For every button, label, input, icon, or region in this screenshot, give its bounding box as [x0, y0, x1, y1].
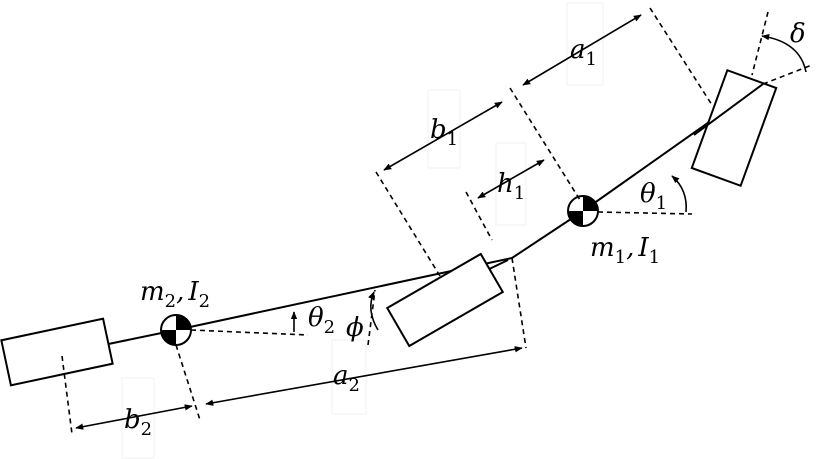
hitch-vertical-line: [511, 257, 527, 349]
phi-label: ϕ: [346, 313, 364, 343]
h1-extension-line: [465, 191, 493, 241]
delta-angle-arc: [761, 33, 807, 73]
center-of-mass-2: [160, 314, 192, 346]
theta2-reference-line: [190, 329, 309, 336]
theta2-label: θ2: [308, 303, 335, 338]
h1-dimension-arrow: [477, 159, 545, 199]
theta1-label: θ1: [640, 179, 667, 214]
center-of-mass-1: [567, 195, 599, 227]
b2-dimension-arrow: [75, 404, 193, 430]
phi-angle-arc: [368, 291, 379, 331]
b1-label: b1: [430, 115, 458, 150]
delta-label: δ: [790, 19, 806, 49]
b2-extension-line: [61, 355, 73, 435]
front-wheel: [690, 68, 778, 188]
m1-I1-label: m1,I1: [590, 233, 660, 268]
theta1-reference-line: [597, 211, 693, 215]
cg2-extension-line: [175, 344, 201, 421]
a1-extension-line: [649, 7, 713, 106]
a1-label: a1: [570, 35, 597, 70]
steer-reference-line-upper: [751, 11, 769, 76]
theta1-angle-arc: [671, 175, 688, 213]
h1-label: h1: [497, 169, 525, 204]
b1-dimension-arrow: [383, 101, 503, 171]
cg1-extension-line: [509, 87, 581, 201]
tractor-rear-wheel: [385, 252, 505, 348]
b1-extension-line: [375, 171, 441, 277]
trailer-wheel: [0, 317, 114, 387]
a1-dimension-arrow: [522, 14, 642, 86]
a2-label: a2: [333, 361, 360, 396]
b2-label: b2: [124, 405, 152, 440]
a2-dimension-arrow: [205, 346, 523, 406]
front-wheel-axle-line: [693, 83, 764, 136]
m2-I2-label: m2,I2: [140, 277, 210, 312]
